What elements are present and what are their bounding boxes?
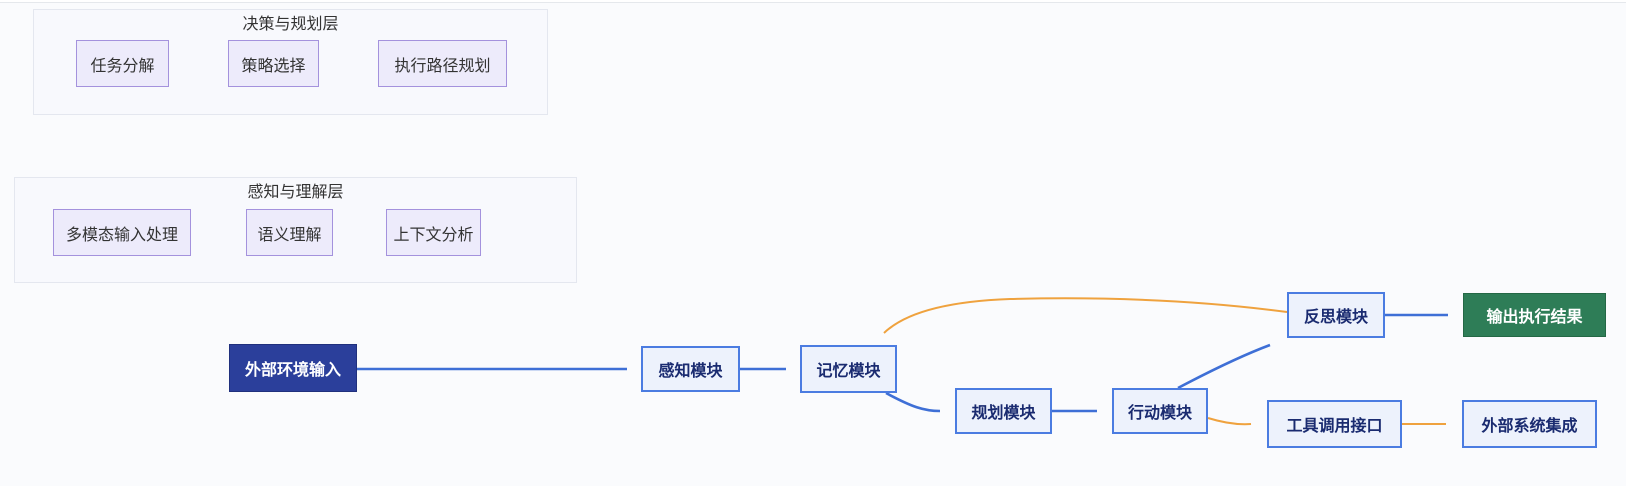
node-label: 外部系统集成 — [1481, 418, 1578, 435]
edge-reflect-to-memory — [883, 297, 1288, 334]
node-action-module: 行动模块 — [1112, 388, 1208, 434]
cluster-decision-planning-layer: 决策与规划层 任务分解 策略选择 执行路径规划 — [33, 9, 548, 115]
node-label: 工具调用接口 — [1286, 418, 1383, 435]
node-context-analysis: 上下文分析 — [386, 209, 481, 256]
node-planning-module: 规划模块 — [955, 388, 1052, 434]
node-task-decomposition: 任务分解 — [76, 40, 169, 87]
top-divider-line — [0, 2, 1626, 3]
node-label: 输出执行结果 — [1486, 309, 1583, 326]
node-label: 执行路径规划 — [394, 57, 491, 75]
node-external-environment-input: 外部环境输入 — [229, 344, 357, 392]
node-semantic-understanding: 语义理解 — [246, 209, 333, 256]
node-reflection-module: 反思模块 — [1287, 292, 1385, 338]
node-label: 行动模块 — [1127, 405, 1192, 422]
cluster-decision-title: 决策与规划层 — [242, 16, 339, 33]
node-label: 记忆模块 — [816, 363, 881, 380]
node-label: 语义理解 — [257, 226, 322, 244]
node-label: 外部环境输入 — [244, 362, 341, 379]
node-memory-module: 记忆模块 — [800, 345, 897, 393]
node-perception-module: 感知模块 — [641, 346, 740, 392]
top-strip — [0, 0, 1626, 2]
node-label: 反思模块 — [1303, 309, 1368, 326]
node-execution-path-planning: 执行路径规划 — [378, 40, 507, 87]
node-label: 感知模块 — [658, 363, 723, 380]
node-label: 任务分解 — [90, 57, 155, 75]
cluster-perception-understanding-layer: 感知与理解层 多模态输入处理 语义理解 上下文分析 — [14, 177, 577, 283]
cluster-perception-title: 感知与理解层 — [247, 184, 344, 201]
edge-memory-to-plan — [885, 391, 941, 413]
node-output-execution-result: 输出执行结果 — [1463, 293, 1606, 337]
node-strategy-selection: 策略选择 — [228, 40, 319, 87]
node-label: 策略选择 — [241, 57, 306, 75]
node-label: 上下文分析 — [393, 226, 474, 244]
node-label: 规划模块 — [971, 405, 1036, 422]
node-label: 多模态输入处理 — [65, 226, 178, 244]
edge-act-to-reflect — [1177, 343, 1271, 390]
node-multimodal-input-processing: 多模态输入处理 — [53, 209, 191, 256]
node-external-system-integration: 外部系统集成 — [1462, 400, 1597, 448]
node-tool-call-interface: 工具调用接口 — [1267, 400, 1402, 448]
edge-act-to-tools — [1207, 417, 1252, 426]
